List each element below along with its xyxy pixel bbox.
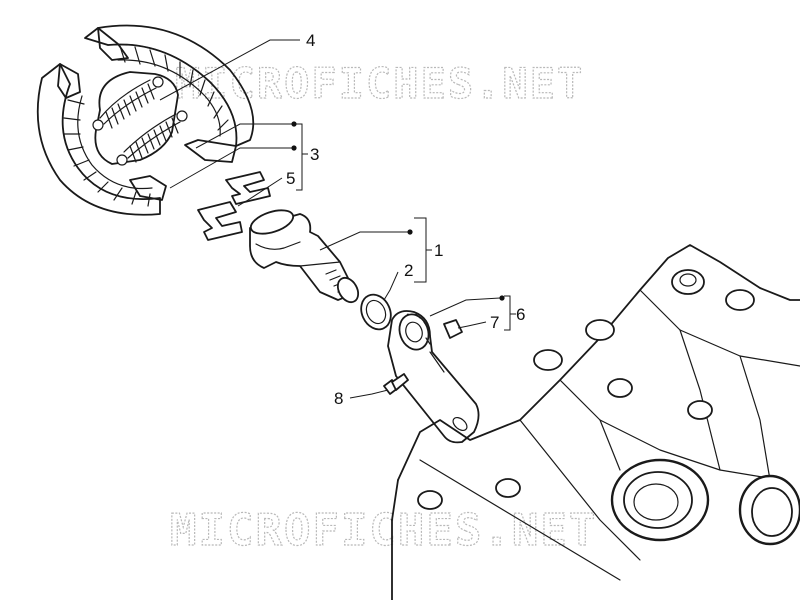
brake-lever (387, 310, 480, 444)
seal-ring (360, 293, 392, 331)
engine-crankcase (391, 244, 800, 600)
return-spring-lower (116, 110, 188, 166)
return-spring-upper (92, 76, 164, 131)
callout-4: 4 (306, 31, 315, 50)
callout-leaders (159, 39, 516, 399)
spring-clip-lower (197, 201, 243, 241)
callout-labels: 4 3 5 1 2 6 7 8 (286, 31, 525, 408)
callout-2: 2 (404, 261, 413, 280)
callout-3-dot-b (291, 145, 297, 151)
callout-1: 1 (434, 241, 443, 260)
watermark-top: MICROFICHES.NET (175, 59, 584, 108)
callout-8: 8 (334, 389, 343, 408)
callout-6-dot (499, 295, 505, 301)
callout-6: 6 (516, 305, 525, 324)
brake-shoes-assembly (36, 24, 255, 216)
callout-3-dot-a (291, 121, 297, 127)
callout-5: 5 (286, 169, 295, 188)
lever-nut (443, 319, 463, 339)
callout-3: 3 (310, 145, 319, 164)
callout-1-dot (407, 229, 413, 235)
watermark-bottom: MICROFICHES.NET (170, 505, 597, 556)
callout-7: 7 (490, 313, 499, 332)
spring-clip-upper (225, 171, 271, 205)
callout-dots (291, 121, 505, 301)
brake-cam-shaft (249, 209, 360, 304)
